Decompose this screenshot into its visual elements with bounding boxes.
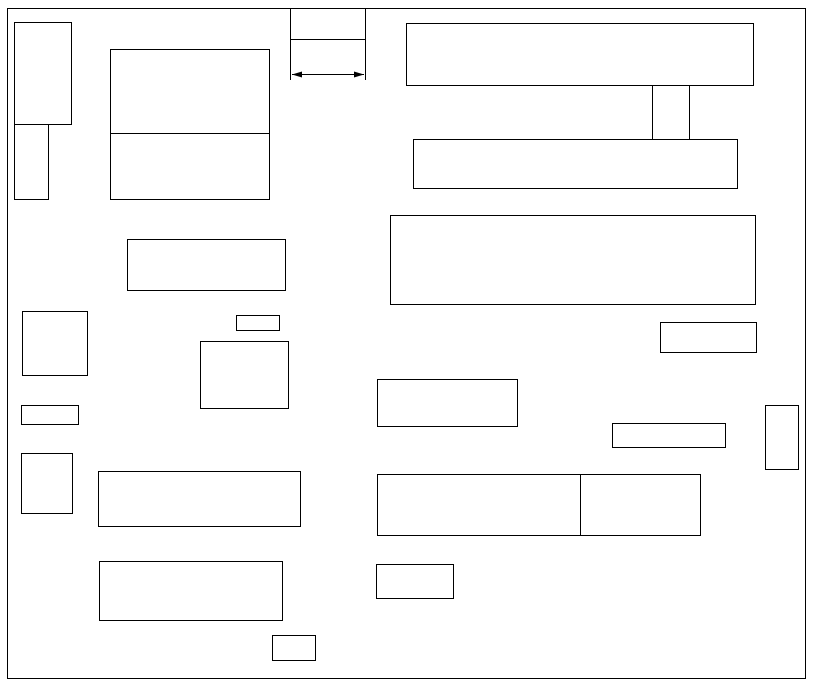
box-right-second bbox=[413, 139, 738, 189]
box-right-thin bbox=[612, 423, 726, 448]
dimension-arrow-right bbox=[354, 71, 364, 78]
box-split-upper-left bbox=[110, 49, 270, 200]
box-top-left-upper bbox=[14, 22, 72, 125]
box-lower-center-split bbox=[377, 474, 701, 536]
box-top-left-lower bbox=[14, 124, 49, 200]
box-tiny-label bbox=[236, 315, 280, 331]
outer-frame bbox=[7, 8, 806, 679]
box-left-square bbox=[22, 311, 88, 376]
box-right-small bbox=[660, 322, 757, 353]
box-middle-left bbox=[127, 239, 286, 291]
dimension-arrow-left bbox=[292, 71, 302, 78]
box-right-large bbox=[390, 215, 756, 305]
box-center bbox=[377, 379, 518, 427]
box-right-edge bbox=[765, 405, 799, 470]
box-bottom-tiny bbox=[272, 635, 316, 661]
box-left-narrow bbox=[21, 405, 79, 425]
box-bottom-left bbox=[99, 561, 283, 621]
box-center-square bbox=[200, 341, 289, 409]
box-left-tall bbox=[21, 453, 73, 514]
box-top-right-wide bbox=[406, 23, 754, 86]
box-bottom-center bbox=[376, 564, 454, 599]
box-lower-left-wide bbox=[98, 471, 301, 527]
